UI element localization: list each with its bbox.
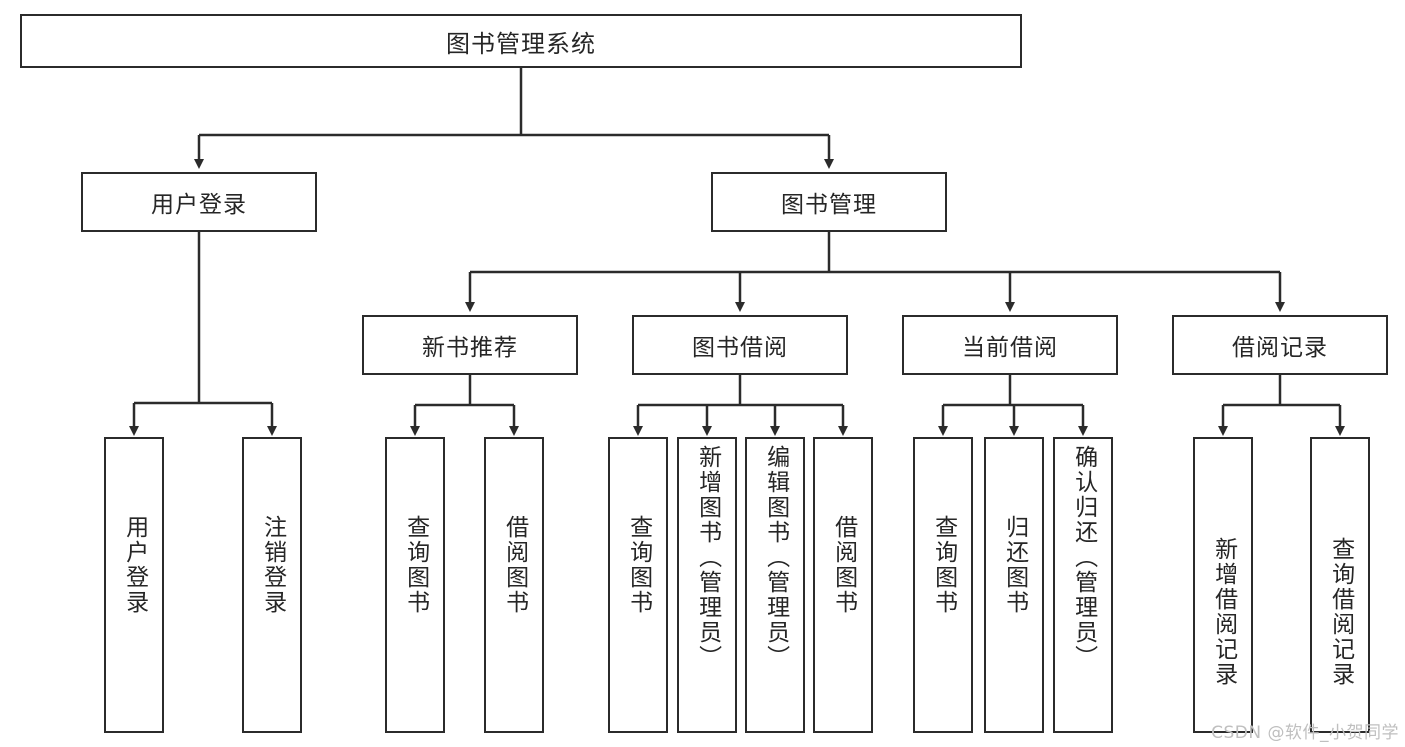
leaf-user-login[interactable]: 用户登录	[104, 437, 164, 733]
node-borrow-record[interactable]: 借阅记录	[1172, 315, 1388, 375]
node-root[interactable]: 图书管理系统	[20, 14, 1022, 68]
leaf-borrow-book-recommend[interactable]: 借阅图书	[484, 437, 544, 733]
node-new-book-recommend-label: 新书推荐	[422, 335, 518, 361]
leaf-add-borrow-record[interactable]: 新增借阅记录	[1193, 437, 1253, 733]
node-new-book-recommend[interactable]: 新书推荐	[362, 315, 578, 375]
node-user-login[interactable]: 用户登录	[81, 172, 317, 232]
node-root-label: 图书管理系统	[446, 29, 596, 58]
leaf-query-book[interactable]: 查询图书	[608, 437, 668, 733]
leaf-add-book-admin-label: 新增图书（管理员）	[694, 445, 721, 670]
leaf-query-book-current-label: 查询图书	[930, 515, 957, 615]
leaf-borrow-book-label: 借阅图书	[830, 515, 857, 615]
leaf-query-book-recommend[interactable]: 查询图书	[385, 437, 445, 733]
leaf-add-borrow-record-label: 新增借阅记录	[1210, 537, 1237, 687]
node-current-borrow[interactable]: 当前借阅	[902, 315, 1118, 375]
leaf-query-book-current[interactable]: 查询图书	[913, 437, 973, 733]
node-book-management[interactable]: 图书管理	[711, 172, 947, 232]
leaf-query-borrow-record[interactable]: 查询借阅记录	[1310, 437, 1370, 733]
leaf-borrow-book-recommend-label: 借阅图书	[501, 515, 528, 615]
node-book-borrow-label: 图书借阅	[692, 335, 788, 361]
node-current-borrow-label: 当前借阅	[962, 335, 1058, 361]
leaf-return-book[interactable]: 归还图书	[984, 437, 1044, 733]
node-user-login-label: 用户登录	[151, 192, 247, 218]
leaf-edit-book-admin[interactable]: 编辑图书（管理员）	[745, 437, 805, 733]
node-book-borrow[interactable]: 图书借阅	[632, 315, 848, 375]
leaf-confirm-return-admin-label: 确认归还（管理员）	[1070, 445, 1097, 670]
leaf-add-book-admin[interactable]: 新增图书（管理员）	[677, 437, 737, 733]
node-book-management-label: 图书管理	[781, 192, 877, 218]
leaf-confirm-return-admin[interactable]: 确认归还（管理员）	[1053, 437, 1113, 733]
leaf-return-book-label: 归还图书	[1001, 515, 1028, 615]
leaf-edit-book-admin-label: 编辑图书（管理员）	[762, 445, 789, 670]
node-borrow-record-label: 借阅记录	[1232, 335, 1328, 361]
leaf-user-login-label: 用户登录	[121, 515, 148, 615]
leaf-user-logout-label: 注销登录	[259, 515, 286, 615]
csdn-watermark: CSDN @软件_小贺同学	[1211, 723, 1399, 743]
leaf-query-book-recommend-label: 查询图书	[402, 515, 429, 615]
leaf-query-borrow-record-label: 查询借阅记录	[1327, 537, 1354, 687]
leaf-query-book-label: 查询图书	[625, 515, 652, 615]
leaf-user-logout[interactable]: 注销登录	[242, 437, 302, 733]
leaf-borrow-book[interactable]: 借阅图书	[813, 437, 873, 733]
